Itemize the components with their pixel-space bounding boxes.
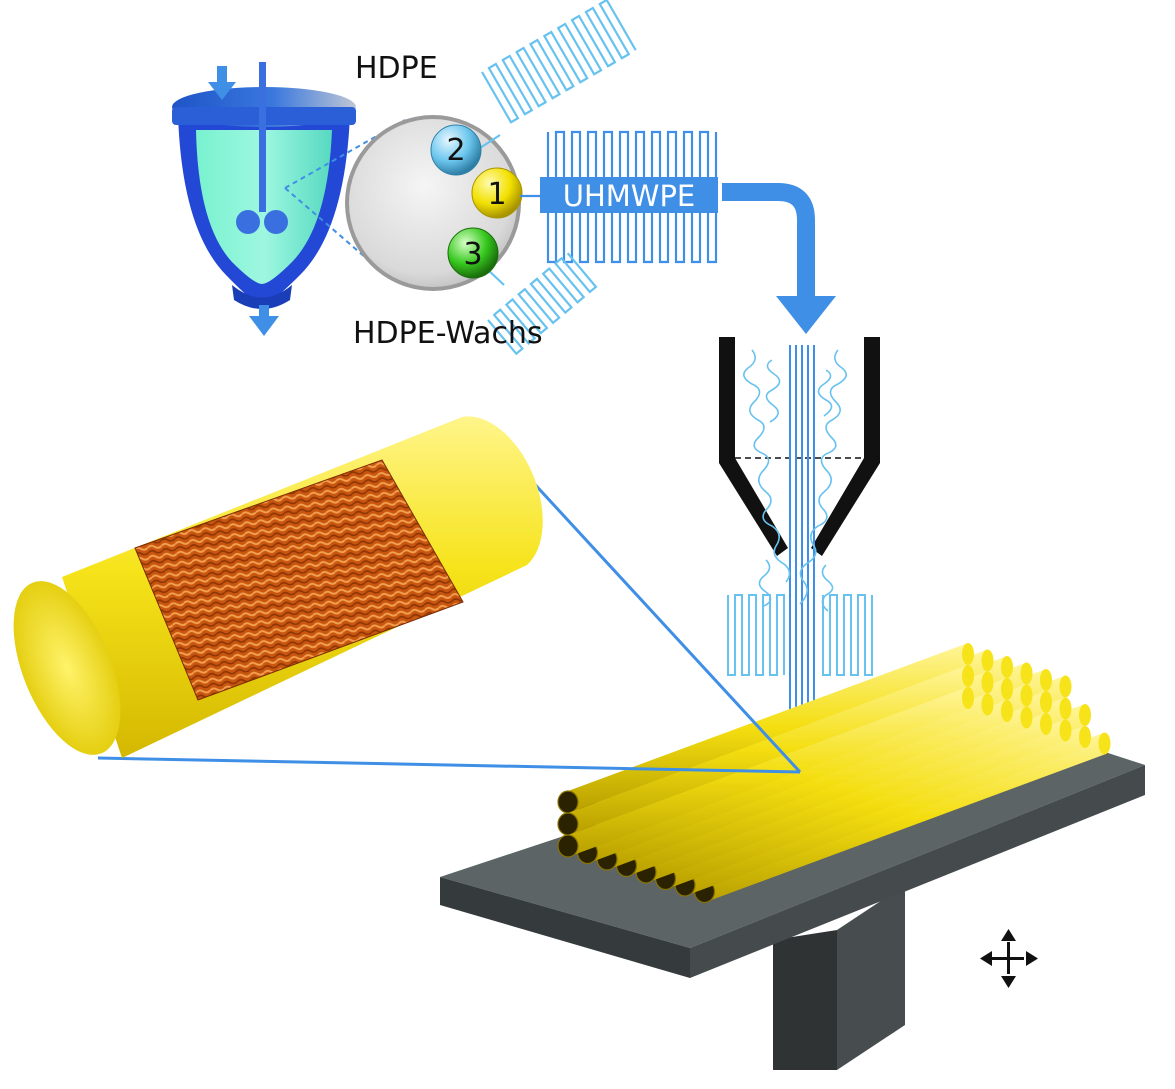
afm-image-edge: [134, 459, 464, 701]
printed-filament-stack: [557, 643, 1111, 904]
zoom-line-bottom: [284, 187, 381, 271]
hdpe-wax-chain: [487, 252, 598, 356]
uhmwpe-label: UHMWPE: [563, 179, 696, 213]
catalyst-3: 3: [447, 227, 499, 279]
afm-image: [135, 460, 463, 700]
uhmwpe-label-box: UHMWPE: [540, 177, 718, 213]
nozzle-wall-left: [719, 337, 788, 556]
filament-zoom-cylinder: [13, 416, 802, 774]
feed-to-nozzle-arrow: [722, 183, 815, 300]
hdpe-chain: [481, 0, 637, 124]
stirrer-shaft: [259, 62, 266, 212]
cylinder-end-cap: [13, 581, 121, 755]
catalyst-2: 2: [430, 124, 482, 176]
outlet-arrow-icon: [249, 305, 279, 336]
catalyst-3-number: 3: [463, 237, 482, 272]
zoom-line-lower: [97, 756, 801, 774]
uhmwpe-chain: [546, 130, 718, 264]
zoom-line-upper: [503, 450, 802, 774]
four-way-arrow-icon: [980, 929, 1038, 988]
printed-filament-rod: [557, 665, 974, 836]
platform-stand-side: [837, 885, 905, 1070]
feed-arrow-icon: [208, 66, 236, 100]
stirrer-blade-left: [236, 210, 260, 234]
platform-stand-front: [773, 930, 837, 1070]
platform-edge-front: [440, 877, 690, 978]
aligned-chains: [789, 345, 815, 720]
hdpe-label: HDPE: [355, 51, 438, 86]
catalyst-2-number: 2: [446, 133, 465, 168]
catalyst-1-number: 1: [487, 177, 506, 212]
catalyst-1: 1: [471, 167, 523, 219]
platform-edge-right: [690, 765, 1145, 978]
stirrer-blade-right: [264, 210, 288, 234]
reactor-bottom-ring: [232, 285, 292, 309]
hdpe-chain-link: [479, 134, 501, 149]
nozzle-wall-right: [811, 337, 880, 556]
hdpe-wax-label: HDPE-Wachs: [353, 316, 543, 351]
feed-arrow-head-icon: [776, 296, 836, 334]
polymerization-reactor: [172, 62, 356, 336]
zoom-line-top: [284, 119, 406, 189]
nozzle-lamellae: [727, 594, 873, 676]
